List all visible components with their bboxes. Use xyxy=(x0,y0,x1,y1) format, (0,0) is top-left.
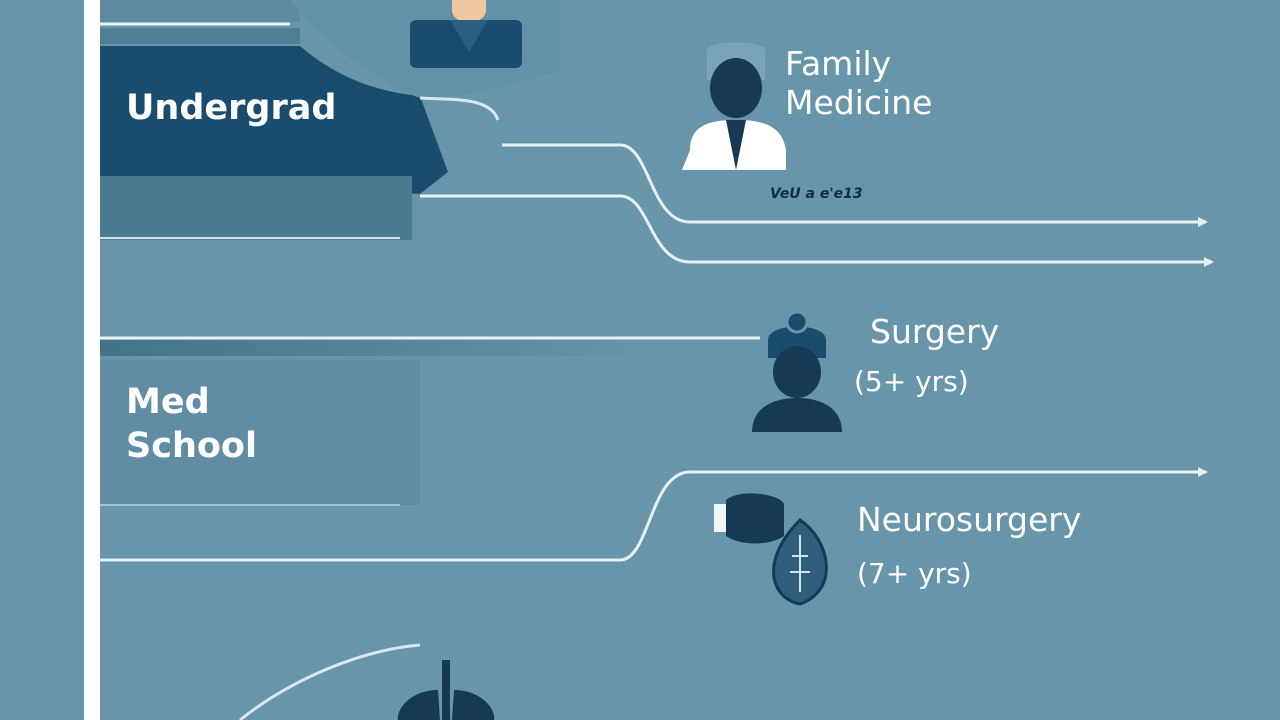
top-curve xyxy=(419,96,500,121)
undergrad-shadow xyxy=(100,176,412,240)
path-line-1 xyxy=(502,143,1208,227)
timeline-axis xyxy=(84,0,100,720)
specialty-family-medicine: Family Medicine xyxy=(785,44,933,122)
path-line-2 xyxy=(420,194,1214,267)
doctor-icon xyxy=(682,42,786,170)
specialty-surgery: Surgery xyxy=(870,312,1000,351)
path-line-3 xyxy=(100,467,1208,562)
person-icon xyxy=(410,0,522,68)
surgeon-icon xyxy=(752,310,842,432)
stage-label-undergrad: Undergrad xyxy=(126,88,337,128)
top-band xyxy=(100,0,300,22)
medschool-panel xyxy=(100,360,420,505)
neurosurgery-duration: (7+ yrs) xyxy=(857,557,972,590)
top-ribbon xyxy=(100,28,300,44)
surgery-duration: (5+ yrs) xyxy=(854,365,969,398)
stage-label-med-school: Med School xyxy=(126,382,257,466)
undergrad-panel xyxy=(100,46,448,194)
bottom-curve xyxy=(239,643,421,720)
lungs-icon xyxy=(397,660,495,720)
specialty-neurosurgery: Neurosurgery xyxy=(857,500,1082,539)
brain-hand-icon xyxy=(714,493,828,606)
family-medicine-note: VeU a e'e13 xyxy=(770,186,863,202)
medschool-band xyxy=(100,340,660,356)
